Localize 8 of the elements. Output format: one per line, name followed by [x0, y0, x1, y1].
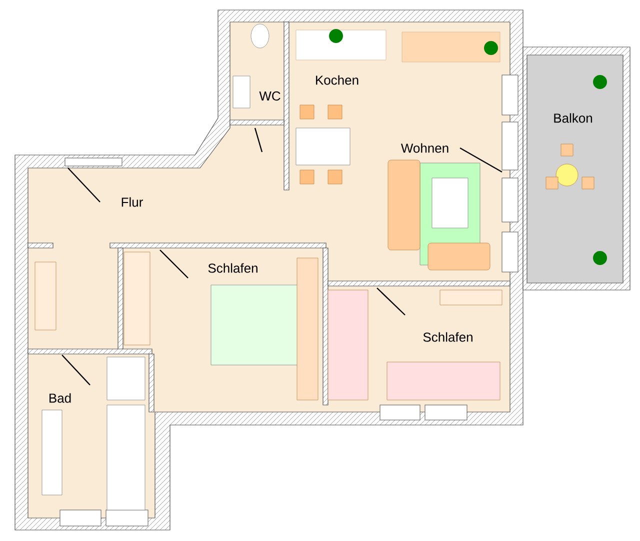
room-label: WC	[259, 91, 280, 101]
room-label: Balkon	[554, 113, 592, 123]
room-label: Kochen	[316, 75, 358, 85]
room-label: Flur	[122, 197, 143, 207]
room-label: Schlafen	[208, 263, 258, 273]
room-label: Schlafen	[423, 332, 472, 342]
room-label: Bad	[50, 393, 71, 403]
room-label: Wohnen	[400, 143, 448, 153]
